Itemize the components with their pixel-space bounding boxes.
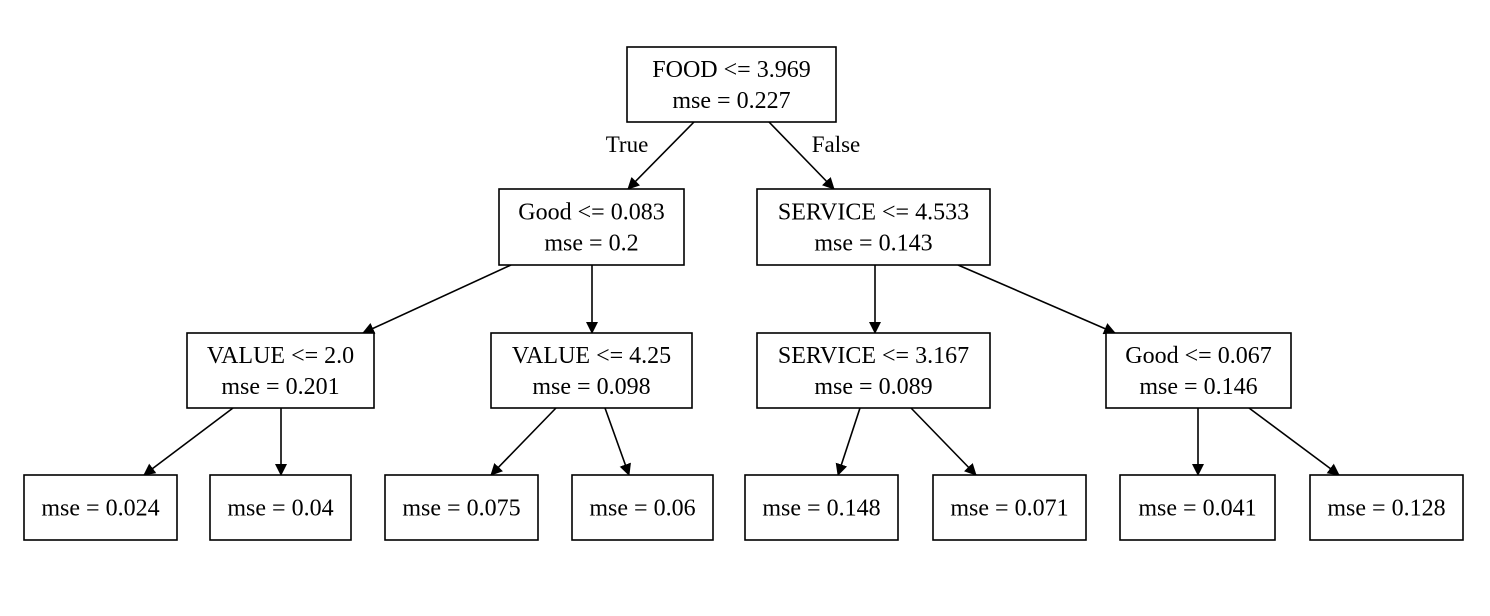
node-mse-value: mse = 0.146 xyxy=(1139,374,1257,400)
edge-label-true: True xyxy=(606,132,649,157)
node-box xyxy=(498,188,685,266)
node-box xyxy=(1309,474,1464,541)
edges-layer: True False xyxy=(143,121,1340,476)
node-split-rule: SERVICE <= 3.167 xyxy=(778,343,969,369)
node-mse-value: mse = 0.071 xyxy=(950,496,1068,522)
leaf-node-n10: mse = 0.06 xyxy=(571,474,714,541)
node-split-rule: SERVICE <= 4.533 xyxy=(778,200,969,226)
node-mse-value: mse = 0.2 xyxy=(544,231,638,257)
leaf-node-n12: mse = 0.071 xyxy=(932,474,1087,541)
node-box xyxy=(744,474,899,541)
node-mse-value: mse = 0.128 xyxy=(1327,496,1445,522)
node-split-rule: VALUE <= 2.0 xyxy=(207,343,354,369)
edge-arrow-n4-n10 xyxy=(604,407,631,476)
split-node-n5: SERVICE <= 3.167 mse = 0.089 xyxy=(756,332,991,409)
node-mse-value: mse = 0.201 xyxy=(221,374,339,400)
node-box xyxy=(756,332,991,409)
node-box xyxy=(1105,332,1292,409)
node-mse-value: mse = 0.06 xyxy=(589,496,695,522)
node-mse-value: mse = 0.148 xyxy=(762,496,880,522)
node-split-rule: VALUE <= 4.25 xyxy=(512,343,671,369)
node-box xyxy=(756,188,991,266)
node-mse-value: mse = 0.098 xyxy=(532,374,650,400)
node-split-rule: Good <= 0.083 xyxy=(518,200,664,226)
node-box xyxy=(571,474,714,541)
edge-arrow-n0-n1 xyxy=(627,121,695,190)
split-node-n4: VALUE <= 4.25 mse = 0.098 xyxy=(490,332,693,409)
edge-arrow-n5-n12 xyxy=(910,407,977,476)
node-mse-value: mse = 0.04 xyxy=(227,496,333,522)
node-split-rule: FOOD <= 3.969 xyxy=(652,57,810,83)
node-mse-value: mse = 0.041 xyxy=(1138,496,1256,522)
split-node-n1: Good <= 0.083 mse = 0.2 xyxy=(498,188,685,266)
edge-arrow-n5-n11 xyxy=(835,407,861,476)
edge-arrow-n2-n6 xyxy=(957,264,1116,335)
leaf-node-n11: mse = 0.148 xyxy=(744,474,899,541)
leaf-node-n14: mse = 0.128 xyxy=(1309,474,1464,541)
edge-arrow-n1-n3 xyxy=(362,264,512,334)
node-mse-value: mse = 0.089 xyxy=(814,374,932,400)
edge-arrow-n3-n7 xyxy=(143,407,234,476)
split-node-n0: FOOD <= 3.969 mse = 0.227 xyxy=(626,46,837,123)
node-mse-value: mse = 0.143 xyxy=(814,231,932,257)
node-box xyxy=(209,474,352,541)
node-box xyxy=(490,332,693,409)
edge-arrow-n4-n9 xyxy=(490,407,557,476)
node-box xyxy=(932,474,1087,541)
split-node-n3: VALUE <= 2.0 mse = 0.201 xyxy=(186,332,375,409)
node-mse-value: mse = 0.227 xyxy=(672,88,790,114)
node-box xyxy=(1119,474,1276,541)
edge-arrow-n0-n2 xyxy=(768,121,835,190)
node-box xyxy=(186,332,375,409)
node-mse-value: mse = 0.024 xyxy=(41,496,159,522)
node-split-rule: Good <= 0.067 xyxy=(1125,343,1271,369)
leaf-node-n7: mse = 0.024 xyxy=(23,474,178,541)
leaf-node-n8: mse = 0.04 xyxy=(209,474,352,541)
leaf-node-n9: mse = 0.075 xyxy=(384,474,539,541)
edge-label-false: False xyxy=(812,132,861,157)
node-mse-value: mse = 0.075 xyxy=(402,496,520,522)
node-box xyxy=(384,474,539,541)
edge-arrow-n6-n14 xyxy=(1248,407,1340,476)
node-box xyxy=(626,46,837,123)
split-node-n6: Good <= 0.067 mse = 0.146 xyxy=(1105,332,1292,409)
split-node-n2: SERVICE <= 4.533 mse = 0.143 xyxy=(756,188,991,266)
node-box xyxy=(23,474,178,541)
leaf-node-n13: mse = 0.041 xyxy=(1119,474,1276,541)
